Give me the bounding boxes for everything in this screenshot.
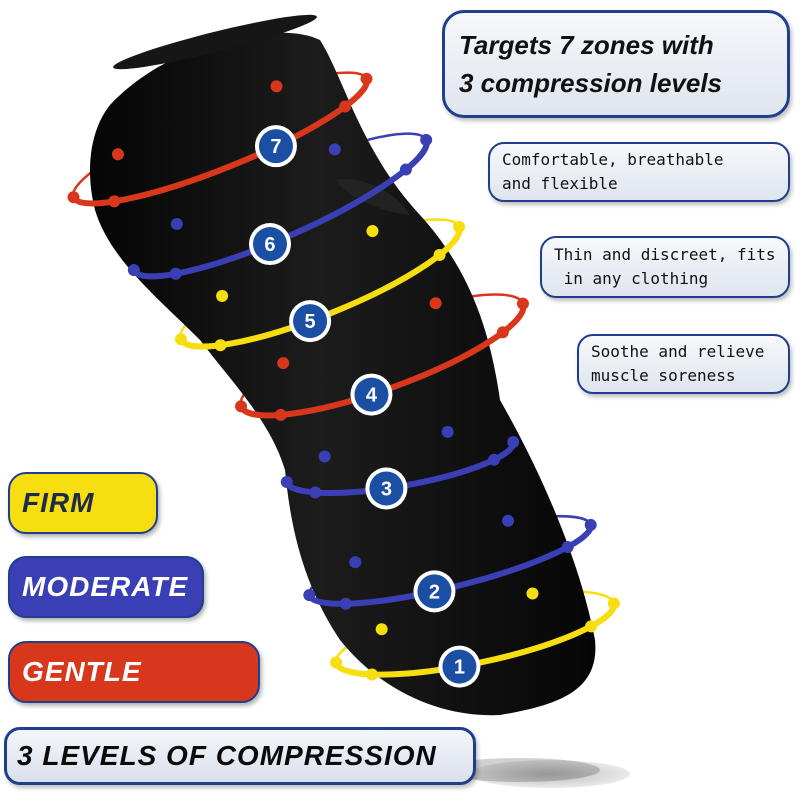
feature-line-2: in any clothing	[554, 269, 709, 288]
zone-ring-dot	[429, 297, 442, 310]
feature-line-2: and flexible	[502, 174, 618, 193]
zone-ring-front-arc	[130, 136, 430, 280]
zone-ring-dot	[366, 225, 379, 238]
zone-ring-dot	[214, 339, 227, 352]
zone-ring-dots	[235, 297, 529, 421]
feature-box-discreet: Thin and discreet, fits in any clothing	[540, 236, 790, 298]
zone-ring-dot	[488, 453, 501, 466]
zone-ring-dot	[169, 267, 182, 280]
zone-ring-dot	[516, 297, 529, 310]
zone-badge: 7	[254, 125, 297, 168]
zone-number: 2	[429, 581, 440, 603]
zone-ring-front-arc	[333, 600, 617, 678]
zone-ring-dot	[441, 425, 454, 438]
zone-ring-dot	[277, 357, 290, 370]
feature-line-2: muscle soreness	[591, 366, 736, 385]
zone-ring-dot	[174, 333, 187, 346]
zone-number: 3	[381, 478, 392, 500]
zone-badge: 2	[413, 570, 456, 613]
zone-ring-dot	[339, 100, 352, 113]
zone-badge: 6	[248, 223, 291, 266]
zone-ring-dots	[67, 72, 373, 208]
feature-line-1: Comfortable, breathable	[502, 150, 724, 169]
zone-badge: 1	[438, 645, 481, 688]
zone-ring-dot	[170, 217, 183, 230]
headline-box: Targets 7 zones with 3 compression level…	[442, 10, 790, 118]
feature-box-soothe: Soothe and relieve muscle soreness	[577, 334, 790, 394]
headline-line-1: Targets 7 zones with	[459, 30, 714, 60]
footer-shadow	[470, 760, 630, 788]
zone-ring-front-arc	[70, 75, 370, 207]
zone-number: 5	[305, 311, 316, 333]
zone-badge: 5	[289, 300, 332, 343]
zone-ring-dot	[67, 191, 80, 204]
zone-ring-dot	[585, 620, 598, 633]
zone-number: 7	[270, 136, 281, 158]
sleeve-top-opening	[113, 14, 317, 70]
zone-number: 4	[366, 385, 378, 407]
sleeve-knit-band	[335, 179, 410, 215]
zone-ring-dot	[453, 220, 466, 233]
feature-box-breathable: Comfortable, breathable and flexible	[488, 142, 790, 202]
zone-ring-dot	[303, 589, 316, 602]
zone-ring-dot	[607, 597, 620, 610]
zone-ring-dot	[349, 556, 362, 569]
zone-ring-dot	[339, 597, 352, 610]
zone-ring-dot	[360, 72, 373, 85]
zone-ring-dot	[127, 264, 140, 277]
zone-ring-dot	[526, 587, 539, 600]
zone-ring-dot	[584, 518, 597, 531]
zone-ring-dot	[507, 436, 520, 449]
feature-line-1: Thin and discreet, fits	[554, 245, 776, 264]
zone-ring-dot	[328, 143, 341, 156]
feature-line-1: Soothe and relieve	[591, 342, 765, 361]
zone-ring-dot	[365, 668, 378, 681]
zone-ring-dots	[330, 587, 620, 681]
zone-rings-front: 7 6 5 4 3 2 1	[67, 72, 620, 688]
zone-ring-dot	[280, 475, 293, 488]
zone-badge: 4	[350, 373, 393, 416]
zone-ring-dot	[270, 80, 283, 93]
zone-ring-front-arc	[238, 300, 527, 419]
zone-ring-dot	[274, 408, 287, 421]
zone-ring-dot	[318, 450, 331, 463]
ground-shadow	[440, 758, 600, 782]
headline-line-2: 3 compression levels	[459, 68, 723, 98]
zone-number: 1	[454, 657, 465, 679]
zone-ring-dot	[330, 656, 343, 669]
zone-ring-dot	[399, 163, 412, 176]
zone-ring-dot	[216, 289, 229, 302]
zone-ring-dot	[561, 541, 574, 554]
zone-ring-dot	[433, 248, 446, 261]
zone-ring-dot	[420, 133, 433, 146]
level-gentle-label: GENTLE	[8, 641, 260, 703]
zone-badge: 3	[365, 467, 408, 510]
zone-ring-dot	[375, 623, 388, 636]
level-moderate-label: MODERATE	[8, 556, 204, 618]
zone-ring-dot	[235, 400, 248, 413]
zone-ring-dot	[502, 514, 515, 527]
zone-ring-dot	[108, 195, 121, 208]
zone-ring-dots	[303, 514, 597, 610]
zone-ring-dot	[111, 148, 124, 161]
footer-banner: 3 LEVELS OF COMPRESSION	[4, 727, 476, 785]
zone-ring-dot	[309, 486, 322, 499]
zone-ring-dots	[174, 220, 466, 352]
zone-ring-front-arc	[177, 223, 463, 350]
zone-ring-dots	[127, 133, 433, 280]
zone-number: 6	[264, 234, 275, 256]
zone-ring-front-arc	[306, 521, 594, 607]
zone-ring-dot	[496, 326, 509, 339]
level-firm-label: FIRM	[8, 472, 158, 534]
knee-sleeve	[90, 32, 596, 716]
zone-ring-dots	[280, 425, 520, 499]
